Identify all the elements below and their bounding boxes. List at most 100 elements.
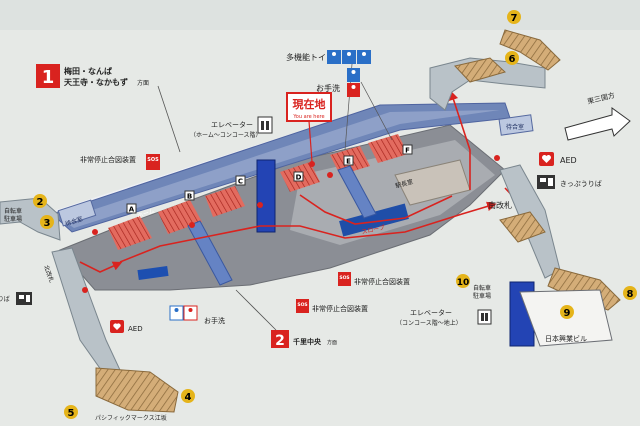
exit-marker-7: 7 <box>507 10 521 24</box>
sos-mid-icon: SOS <box>338 272 351 286</box>
bike-right-label: 自転車駐車場 <box>473 284 491 300</box>
aed-left-icon <box>110 320 124 333</box>
waiting-room-right <box>498 114 534 136</box>
exit-stairs-6 <box>454 57 506 83</box>
restroom-top-label: お手洗 <box>316 83 340 93</box>
exit-marker-10: 10 <box>456 274 470 288</box>
svg-text:4: 4 <box>185 392 192 403</box>
ticket-left-icon <box>16 292 32 305</box>
svg-text:10: 10 <box>457 278 470 288</box>
marker-dot <box>92 229 98 235</box>
svg-text:千里中央: 千里中央 <box>293 337 322 346</box>
waiting-room-left <box>57 199 97 227</box>
svg-text:現在地: 現在地 <box>293 97 326 111</box>
slope-label: スロープ <box>361 224 386 236</box>
stair-f <box>368 134 408 163</box>
svg-text:8: 8 <box>627 289 634 300</box>
elevator-upper-icon <box>257 116 273 134</box>
car-letter-b: B <box>184 190 195 201</box>
south-gate-label: 南改札 <box>488 200 512 210</box>
restroom-bottom-label: お手洗 <box>204 316 225 325</box>
svg-text:You are here: You are here <box>292 114 324 120</box>
elevator-lower-sublabel: （コンコース階〜地上） <box>396 319 462 327</box>
elevator-lower-label: エレベーター <box>410 308 452 317</box>
marker-dot <box>257 202 263 208</box>
ticket-left-label: きっぷうりば <box>0 295 10 303</box>
exit-marker-6: 6 <box>505 51 519 65</box>
sos-bottom-label: 非常停止合図装置 <box>312 304 368 313</box>
svg-text:SOS: SOS <box>339 275 349 281</box>
exit-stairs-south <box>499 211 546 243</box>
svg-text:F: F <box>405 147 410 155</box>
you-are-here-dot <box>309 161 315 167</box>
stair-c <box>205 186 245 217</box>
sos-bottom-icon: SOS <box>296 299 309 313</box>
exit-marker-9: 9 <box>560 305 574 319</box>
you-are-here-pointer <box>308 120 313 163</box>
pacific-label: パシフィックマークス江坂 <box>95 414 167 422</box>
top-band <box>0 0 640 30</box>
aed-left-label: AED <box>128 325 143 333</box>
svg-text:梅田・なんば: 梅田・なんば <box>64 66 112 76</box>
sos-top-icon: SOS <box>146 154 160 170</box>
svg-text:1: 1 <box>42 67 55 88</box>
svg-text:2: 2 <box>37 197 44 208</box>
exit-marker-8: 8 <box>623 286 637 300</box>
marker-dot <box>327 172 333 178</box>
platform-1-sign: 1 梅田・なんば 天王寺・なかもず 方面 <box>36 64 149 88</box>
svg-text:7: 7 <box>511 13 518 24</box>
ticket-right-icon <box>537 175 555 189</box>
ticket-right-label: きっぷうりば <box>560 179 602 188</box>
svg-text:方面: 方面 <box>137 79 149 87</box>
exit-marker-5: 5 <box>64 405 78 419</box>
bike-left-label: 自転車駐車場 <box>4 207 22 223</box>
waiting-room-right-label: 待合室 <box>506 123 524 131</box>
svg-text:C: C <box>238 178 243 186</box>
multi-toilet-icon <box>327 50 371 64</box>
you-are-here-sign: 現在地 You are here <box>286 92 332 122</box>
route-main <box>119 201 497 263</box>
route-exit6 <box>448 90 471 190</box>
svg-text:2: 2 <box>275 333 285 349</box>
nihon-kogyo-label: 日本興業ビル <box>545 334 587 343</box>
svg-text:A: A <box>129 206 135 214</box>
elevator-upper-sublabel: （ホーム〜コンコース階） <box>190 131 262 139</box>
svg-text:天王寺・なかもず: 天王寺・なかもず <box>64 77 128 87</box>
leader-platform-2 <box>235 289 277 331</box>
leader-platform-1 <box>157 85 181 153</box>
passage-north <box>429 57 546 111</box>
svg-text:3: 3 <box>44 218 51 229</box>
svg-text:B: B <box>187 193 192 201</box>
svg-text:D: D <box>296 174 302 182</box>
exit-marker-3: 3 <box>40 215 54 229</box>
marker-dot <box>82 287 88 293</box>
elevator-shaft-upper <box>256 159 276 233</box>
platform-2-sign: 2 千里中央 方面 <box>271 330 337 349</box>
exit-marker-2: 2 <box>33 194 47 208</box>
car-letter-c: C <box>235 175 246 186</box>
car-letter-d: D <box>293 171 304 182</box>
exit-marker-4: 4 <box>181 389 195 403</box>
ticket-machine-block <box>137 265 169 281</box>
car-letter-e: E <box>343 155 354 166</box>
svg-text:9: 9 <box>564 308 571 319</box>
exit-stairs-4-5 <box>95 367 179 413</box>
svg-text:6: 6 <box>509 54 516 65</box>
car-letter-a: A <box>126 203 137 214</box>
escalator <box>187 220 233 286</box>
marker-dot <box>494 155 500 161</box>
marker-dot <box>189 222 195 228</box>
restroom-bottom-icon <box>169 305 198 321</box>
svg-text:SOS: SOS <box>297 302 307 308</box>
restroom-top-icon <box>347 68 360 97</box>
svg-text:方面: 方面 <box>327 339 337 346</box>
exit-stairs-7 <box>499 29 561 71</box>
sos-mid-label: 非常停止合図装置 <box>354 277 410 286</box>
aed-right-label: AED <box>560 156 577 165</box>
slope-ramp <box>339 203 409 237</box>
stair-a <box>108 216 152 250</box>
escalator-east <box>337 165 377 219</box>
route-slope <box>299 194 453 225</box>
